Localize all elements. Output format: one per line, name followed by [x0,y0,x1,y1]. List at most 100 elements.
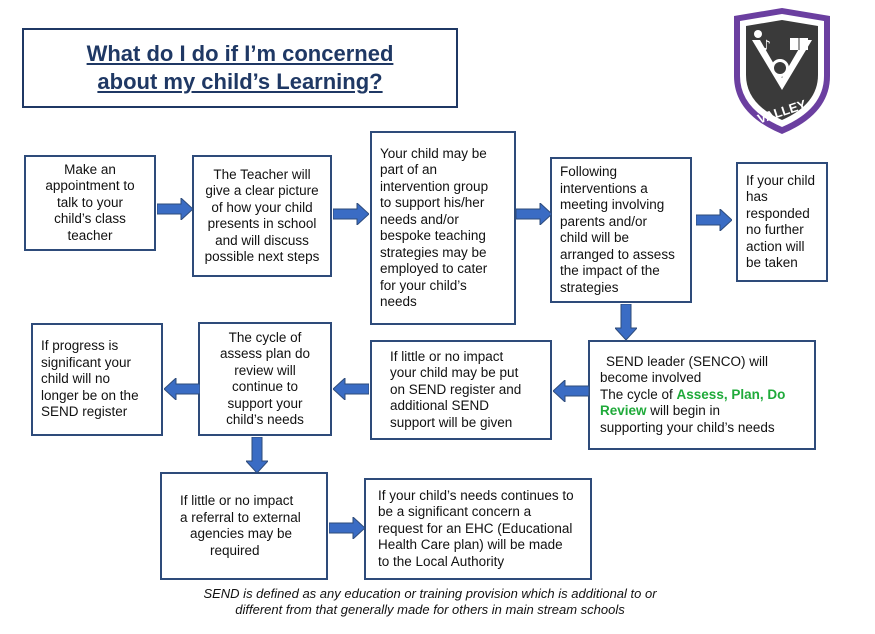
step-no-further-action: If your child has responded no further a… [736,162,828,282]
step-text: appointment to [45,178,135,194]
step-make-appointment: Make an appointment to talk to your chil… [24,155,156,251]
ball-icon [754,30,762,38]
step-text: assess plan do [219,346,311,361]
step-text: The Teacher will [213,166,311,182]
step-text: Make an [64,161,116,177]
footnote-line-2: different from that generally made for o… [235,602,625,617]
arrow-right-icon [333,203,369,225]
step-text: child will be [560,230,630,245]
step-text: bespoke teaching [380,228,486,243]
step-text: for your child’s [380,277,467,293]
step-intervention-group: Your child may be part of an interventio… [370,131,516,325]
step-text: parents and/or [560,213,648,229]
arrow-right-icon [516,203,552,225]
step-text: no further [746,222,804,237]
step-text: has [746,189,768,204]
step-meeting-assess-impact: Following interventions a meeting involv… [550,157,692,303]
arrow-left-icon [333,378,369,400]
step-text: agencies may be [190,526,293,541]
step-text: responded [746,205,810,221]
step-text: teacher [67,227,113,243]
step-text: strategies [560,279,619,295]
step-text: If your child’s needs continues to [378,487,574,503]
title-line-1: What do I do if I’m concerned [86,41,394,66]
step-text: on SEND register and [390,381,522,397]
step-teacher-picture: The Teacher will give a clear picture of… [192,155,332,277]
step-text: needs [380,294,417,309]
step-text: to support his/her [380,195,485,210]
step-text: action will [746,238,805,254]
step-text: give a clear picture [205,183,319,198]
step-text: the impact of the [560,263,660,278]
step-text: If little or no impact [180,493,294,508]
step-cycle-continue: The cycle of assess plan do review will … [198,322,332,436]
step-text: needs and/or [380,211,459,227]
step-text: If your child [746,172,816,188]
step-senco-involved: SEND leader (SENCO) will become involved… [588,340,816,450]
step-text: request for an EHC (Educational [378,520,573,536]
step-text: will begin in [646,403,721,419]
arrow-left-icon [553,380,589,402]
crest-v-mark [752,40,812,90]
step-text: support will be given [390,414,513,430]
step-text-cycle: The cycle of Assess, Plan, Do [600,387,806,404]
step-text: meeting involving [560,197,665,212]
arrow-right-icon [696,209,732,231]
step-text: presents in school [207,216,317,231]
arrow-right-icon [157,198,193,220]
step-text: to the Local Authority [378,553,505,569]
step-text: intervention group [380,178,489,194]
step-text: your child may be put [390,365,519,381]
step-text: If progress is [41,338,119,354]
send-definition-footnote: SEND is defined as any education or trai… [130,586,730,618]
school-crest-logo: ♪ VALLEY [734,8,830,134]
step-text: longer be on the [41,387,139,403]
step-text: strategies may be [380,244,487,260]
music-note-icon: ♪ [762,38,771,54]
arrow-down-icon [246,437,268,473]
step-text: and will discuss [215,232,309,248]
title-line-2: about my child’s Learning? [97,69,383,94]
step-text: The cycle of [600,386,677,402]
step-external-agencies: If little or no impact a referral to ext… [160,472,328,580]
step-text: support your [227,395,303,411]
footnote-line-1: SEND is defined as any education or trai… [203,586,657,601]
step-text: employed to cater [380,261,488,276]
step-text: child’s needs [226,412,304,427]
step-text: If little or no impact [390,348,504,364]
step-text: be a significant concern a [378,504,532,520]
step-text: supporting your child’s needs [600,419,775,435]
step-off-register: If progress is significant your child wi… [31,323,163,436]
step-text: child will no [41,371,111,387]
arrow-right-icon [329,517,365,539]
step-text: The cycle of [228,329,302,345]
step-text: required [210,542,260,558]
step-text: significant your [41,354,132,370]
step-text: SEND leader (SENCO) will [606,353,769,369]
step-text: part of an [380,162,438,177]
step-text: additional SEND [390,398,490,414]
step-text: continue to [231,379,299,394]
step-text: review will [234,362,296,378]
step-send-register: If little or no impact your child may be… [370,340,552,440]
title-box: What do I do if I’m concerned about my c… [22,28,458,108]
step-text: become involved [600,370,702,386]
step-text: of how your child [211,199,313,215]
step-text-review: Review will begin in [600,403,806,420]
step-text: interventions a [560,180,648,196]
step-text: Health Care plan) will be made [378,537,563,553]
step-text: arranged to assess [560,246,675,262]
step-text: child’s class [54,211,126,227]
step-text: be taken [746,255,798,270]
review-highlight: Review [600,403,647,419]
step-text: possible next steps [204,249,320,264]
step-text: a referral to external [180,509,301,525]
step-text: Following [560,164,618,179]
step-ehc-request: If your child’s needs continues to be a … [364,478,592,580]
assess-plan-do-highlight: Assess, Plan, Do [676,386,786,402]
arrow-down-icon [615,304,637,340]
step-text: SEND register [41,404,128,420]
arrow-left-icon [164,378,200,400]
step-text: talk to your [56,194,124,210]
step-text: Your child may be [380,145,487,161]
